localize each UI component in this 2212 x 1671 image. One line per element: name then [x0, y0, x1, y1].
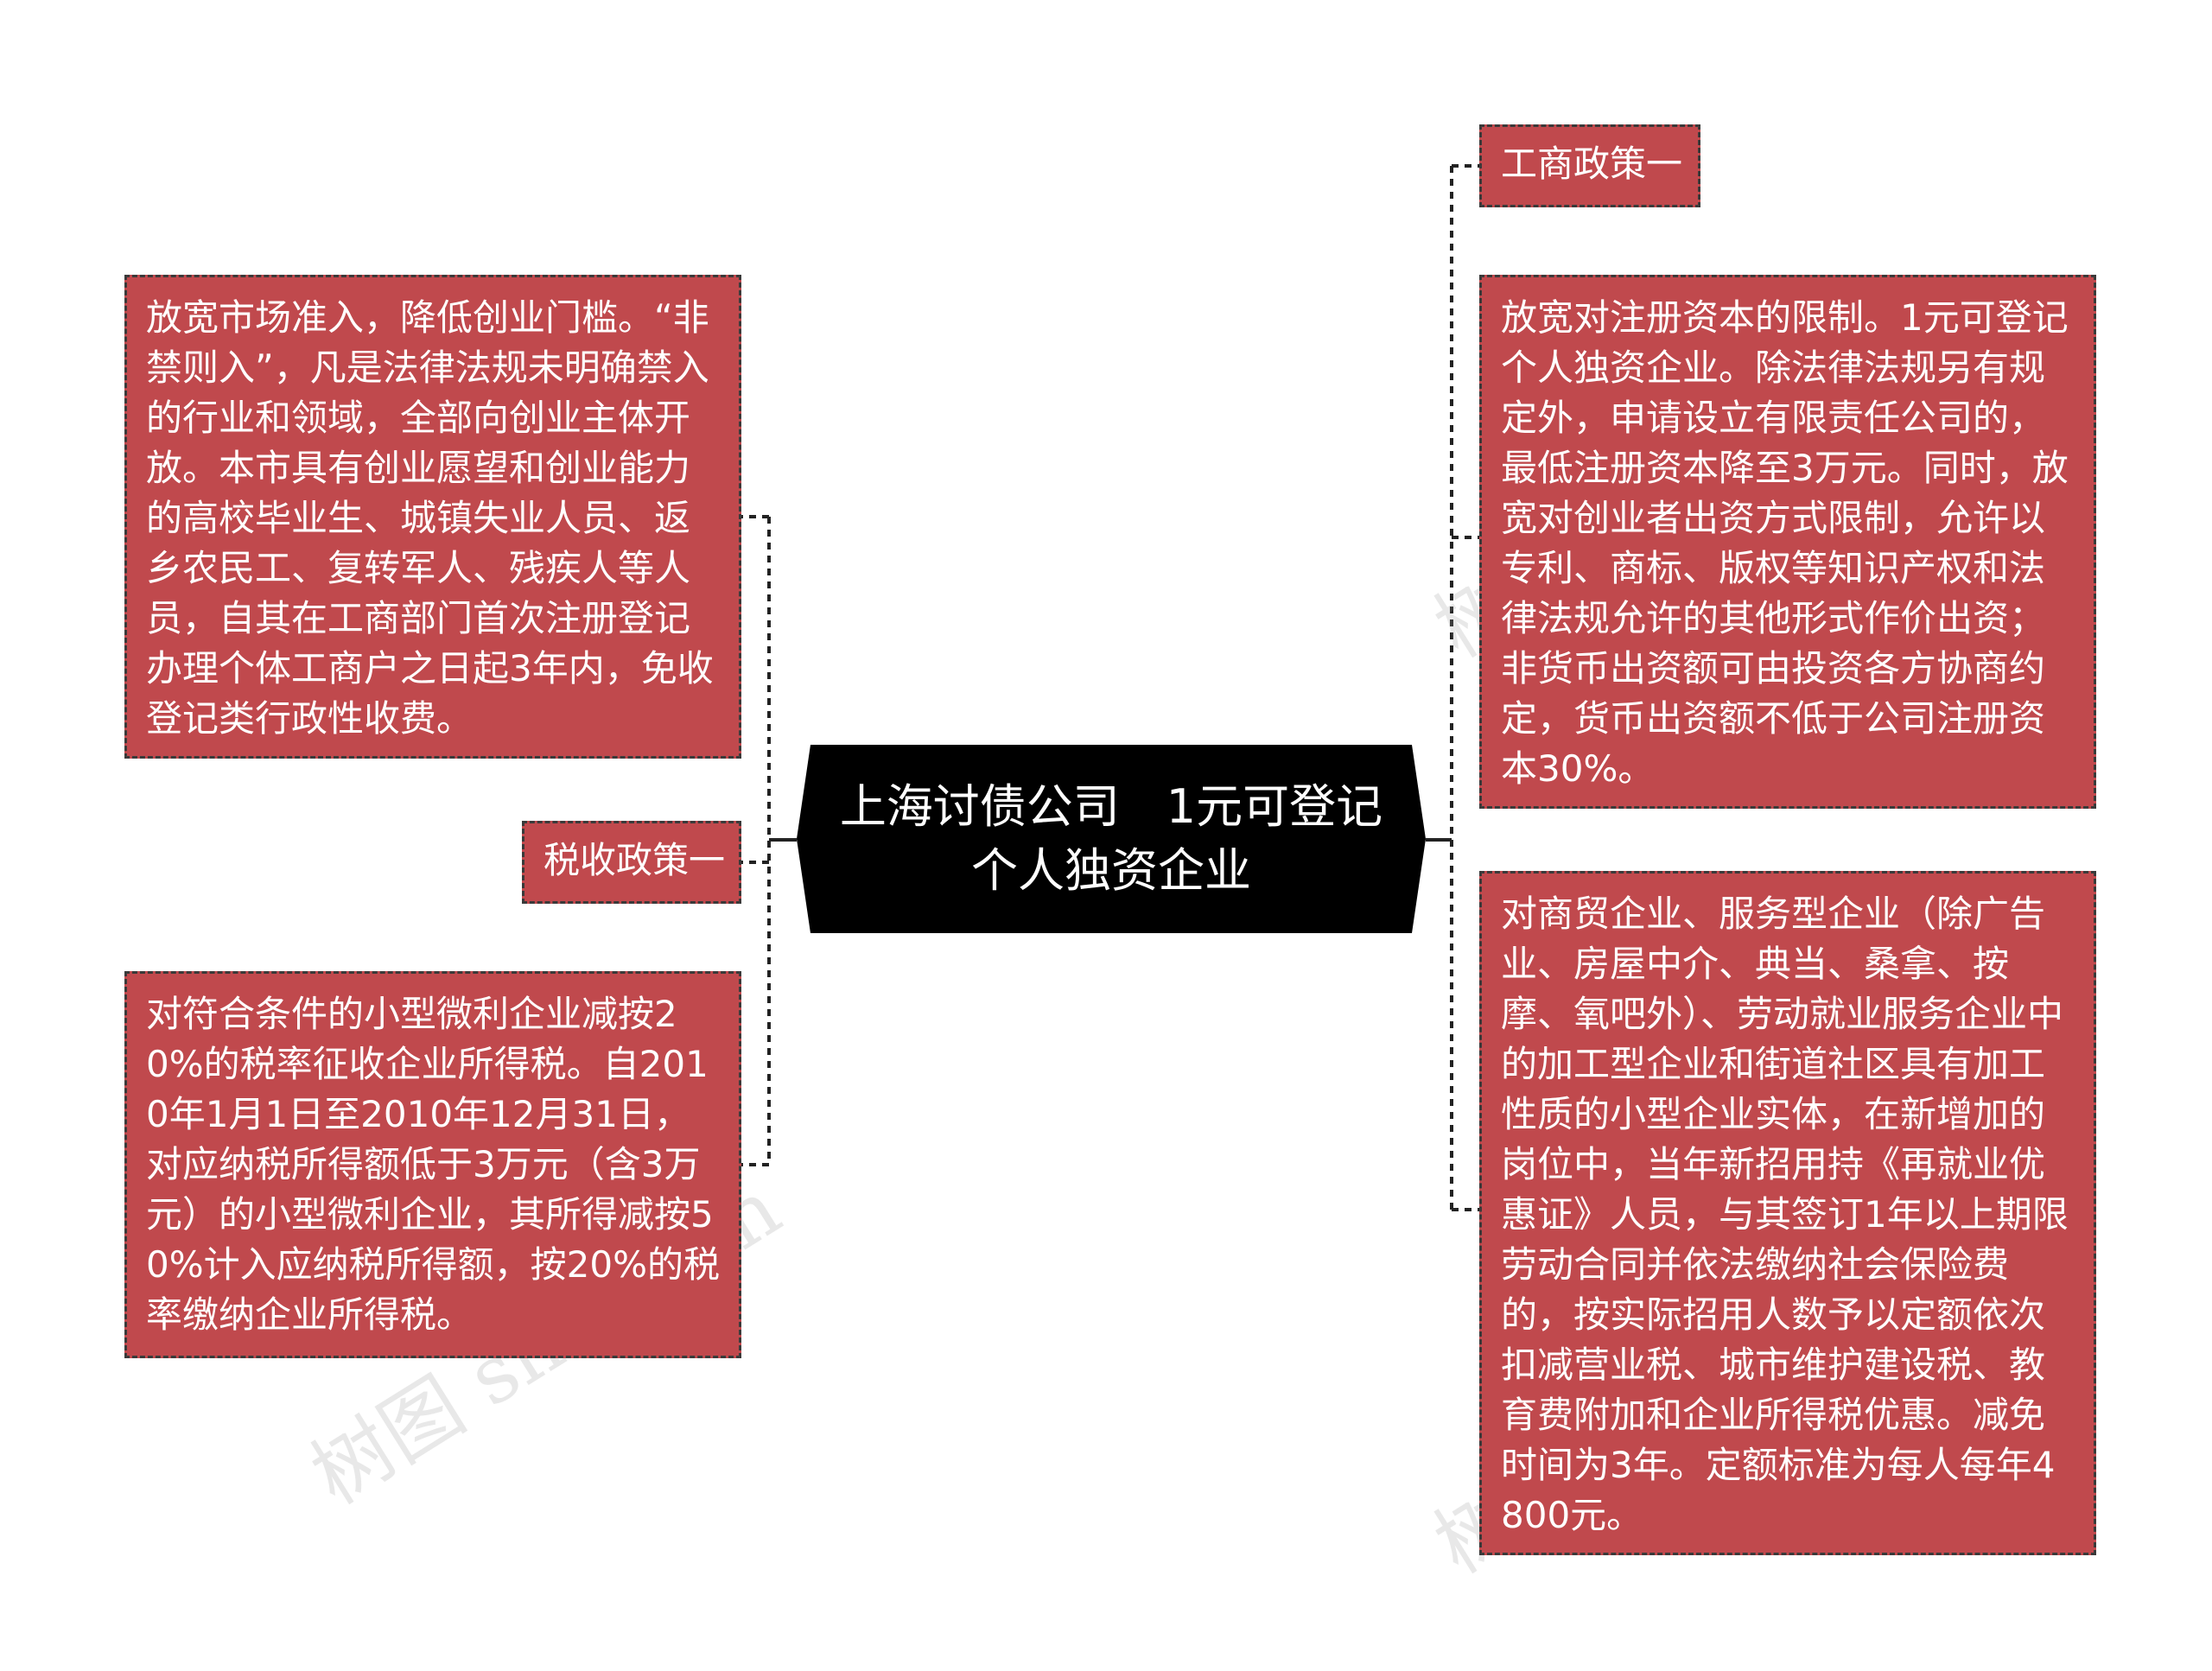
center-topic-title: 上海讨债公司 1元可登记个人独资企业 [839, 779, 1383, 898]
tax-policy-label-node[interactable]: 税收政策一 [522, 821, 741, 904]
right-bottom-node-text: 对商贸企业、服务型企业（除广告业、房屋中介、典当、桑拿、按摩、氧吧外）、劳动就业… [1501, 893, 2069, 1536]
business-policy-label-text: 工商政策一 [1501, 143, 1683, 185]
right-middle-node-text: 放宽对注册资本的限制。1元可登记个人独资企业。除法律法规另有规定外，申请设立有限… [1501, 296, 2069, 790]
center-topic-node[interactable]: 上海讨债公司 1元可登记个人独资企业 [797, 745, 1426, 933]
left-bottom-node-text: 对符合条件的小型微利企业减按20%的税率征收企业所得税。自2010年1月1日至2… [146, 993, 720, 1336]
center-hexagon-shape [797, 745, 1426, 933]
left-top-node-text: 放宽市场准入，降低创业门槛。“非禁则入”，凡是法律法规未明确禁入的行业和领域，全… [146, 296, 714, 740]
right-middle-node[interactable]: 放宽对注册资本的限制。1元可登记个人独资企业。除法律法规另有规定外，申请设立有限… [1479, 275, 2096, 809]
left-top-node[interactable]: 放宽市场准入，降低创业门槛。“非禁则入”，凡是法律法规未明确禁入的行业和领域，全… [124, 275, 741, 759]
right-bottom-node[interactable]: 对商贸企业、服务型企业（除广告业、房屋中介、典当、桑拿、按摩、氧吧外）、劳动就业… [1479, 871, 2096, 1555]
business-policy-label-node[interactable]: 工商政策一 [1479, 124, 1700, 207]
left-bottom-node[interactable]: 对符合条件的小型微利企业减按20%的税率征收企业所得税。自2010年1月1日至2… [124, 971, 741, 1358]
tax-policy-label-text: 税收政策一 [543, 839, 726, 881]
